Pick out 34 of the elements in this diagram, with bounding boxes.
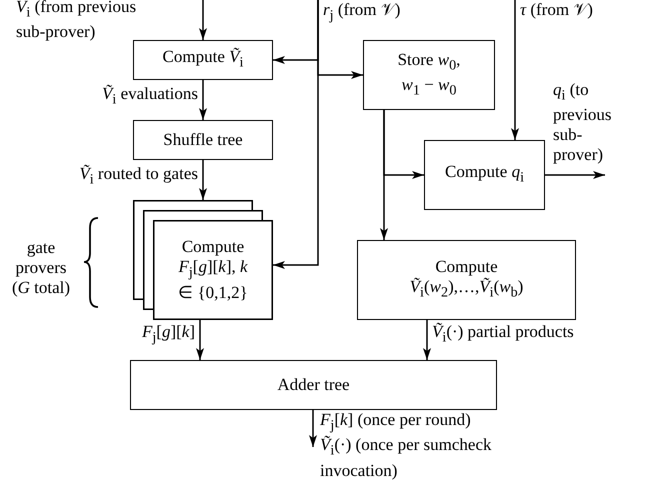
arrow xyxy=(309,410,317,447)
box-text: Shuffle tree xyxy=(163,130,243,149)
arrow xyxy=(199,0,207,40)
stacked-process-box xyxy=(133,200,273,320)
process-box xyxy=(130,360,497,410)
process-box xyxy=(357,240,576,320)
arrow xyxy=(511,0,519,140)
box-text: Compute F$_{j}$[g][k], k ∈ {0,1,2} xyxy=(177,237,249,303)
process-box xyxy=(363,40,495,110)
box-text: Compute Ṽ$_{i}$(w$_{2}$),…,Ṽ$_{i}$(w$_{b}$) xyxy=(408,257,524,303)
arrow xyxy=(273,0,319,269)
arrow xyxy=(380,110,388,240)
box-text: Adder tree xyxy=(277,375,350,394)
edge-label: r$_{j}$ (from 𝒱) xyxy=(323,0,400,26)
process-box xyxy=(133,120,273,160)
arrow xyxy=(196,320,204,360)
arrow xyxy=(423,320,431,360)
edge-label: V$_{i}$ (from previous sub-prover) xyxy=(16,0,138,42)
edge-label: F$_{j}$[k] (once per round) Ṽ$_{i}$(·) (once per sumcheck invocation) xyxy=(320,410,492,481)
edge-label: Ṽ$_{i}$ evaluations xyxy=(101,84,198,110)
arrow xyxy=(545,171,605,179)
edge-label: τ (from 𝒱) xyxy=(520,0,593,20)
arrow xyxy=(199,80,207,120)
process-box xyxy=(424,140,545,210)
edge-label: Ṽ$_{i}$ routed to gates xyxy=(78,164,198,190)
box-text: Compute Ṽ$_{i}$ xyxy=(162,47,244,66)
process-box xyxy=(133,40,273,80)
edge-label: Ṽ$_{i}$(·) partial products xyxy=(432,322,574,348)
edge-label: q$_{i}$ (to previous sub-prover) xyxy=(553,80,613,166)
side-label: gate provers (G total) xyxy=(10,238,72,298)
arrow xyxy=(199,160,207,200)
box-text: Store w$_{0}$, w$_{1}$ − w$_{0}$ xyxy=(396,50,462,100)
box-text: Compute q$_{i}$ xyxy=(444,162,524,182)
edge-label: F$_{j}$[g][k] xyxy=(140,322,195,348)
